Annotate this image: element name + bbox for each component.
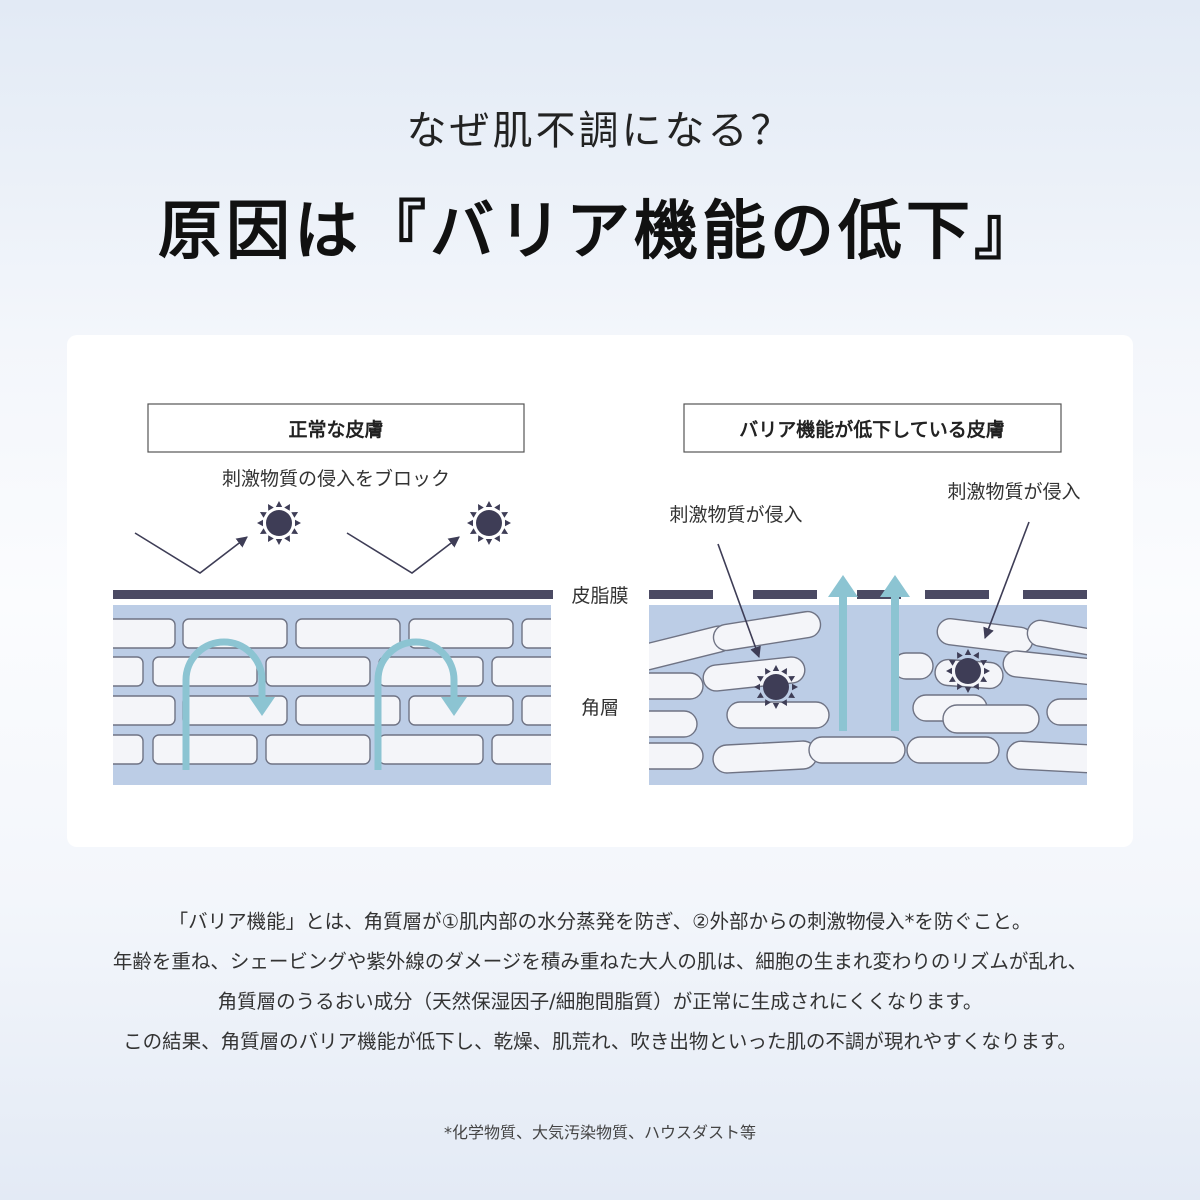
skin-barrier-diagram: 正常な皮膚 刺激物質の侵入をブロック [113,403,1087,785]
damaged-skin-label: バリア機能が低下している皮膚 [739,418,1004,441]
moisture-arrow-head [249,697,275,716]
sebum-membrane [113,590,553,599]
explanation-text: 「バリア機能」とは、角質層が①肌内部の水分蒸発を防ぎ、②外部からの刺激物侵入*を… [0,902,1200,1062]
irritant-entry-label-left: 刺激物質が侵入 [669,504,802,526]
heading-title: 原因は『バリア機能の低下』 [158,194,1042,269]
explanation-line: 年齢を重ね、シェービングや紫外線のダメージを積み重ねた大人の肌は、細胞の生まれ変… [112,950,1088,973]
irritant-entry-label-right: 刺激物質が侵入 [947,481,1080,503]
footnote: *化学物質、大気汚染物質、ハウスダスト等 [443,1123,756,1142]
moisture-arrow-head [441,697,467,716]
moisture-escape-arrows [828,575,910,731]
moisture-retention-arrow [374,638,458,770]
normal-skin-label-box [147,403,525,453]
explanation-line: この結果、角質層のバリア機能が低下し、乾燥、肌荒れ、吹き出物といった肌の不調が現… [123,1030,1077,1053]
block-caption: 刺激物質の侵入をブロック [222,467,450,490]
irritant-entry-arrow [717,543,761,659]
normal-skin-label: 正常な皮膚 [288,418,383,441]
broken-sebum-membrane [649,590,1087,599]
irritant-entry-arrow [983,521,1030,640]
irritant-icon [467,501,511,545]
explanation-line: 角質層のうるおい成分（天然保湿因子/細胞間脂質）が正常に生成されにくくなります。 [217,990,983,1013]
damaged-skin-label-box [683,403,1062,453]
diagram-card: 正常な皮膚 刺激物質の侵入をブロック [67,335,1133,847]
explanation-line: 「バリア機能」とは、角質層が①肌内部の水分蒸発を防ぎ、②外部からの刺激物侵入*を… [168,910,1032,933]
moisture-retention-arrow [182,638,266,770]
heading-subtitle: なぜ肌不調になる？ [406,108,794,154]
stratum-corneum-label: 角層 [581,697,619,719]
bounce-arrow [346,532,460,574]
irritant-icon [257,501,301,545]
sebum-membrane-label: 皮脂膜 [571,585,628,607]
bounce-arrow [134,532,248,574]
